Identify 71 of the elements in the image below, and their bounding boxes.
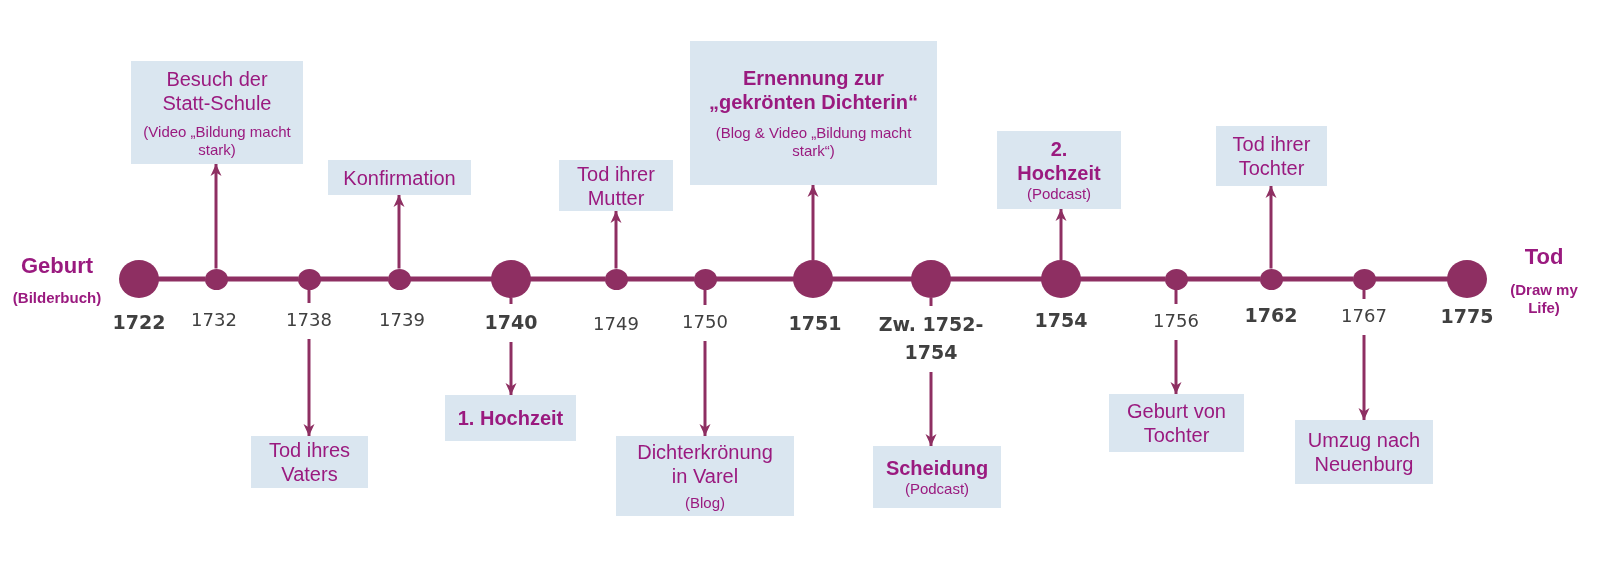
timeline-line (530, 276, 606, 282)
timeline-dot (693, 268, 717, 290)
event-box (1295, 420, 1433, 484)
event-title: Ernennung zur „gekrönten Dichterin“ (708, 66, 919, 114)
event-box (1216, 126, 1327, 186)
arrow (210, 164, 222, 269)
timeline-line (226, 276, 299, 282)
event-title: Scheidung (885, 456, 989, 480)
event-title: Geburt von Tochter (1126, 399, 1227, 447)
event-title: 2. Hochzeit (1016, 137, 1102, 185)
event-box (445, 395, 576, 441)
event-note: (Blog) (685, 494, 725, 512)
timeline-line (832, 276, 912, 282)
event-note: (Blog & Video „Bildung macht stark“) (714, 124, 913, 160)
event-title: Umzug nach Neuenburg (1306, 428, 1422, 476)
year-label: 1740 (484, 304, 538, 342)
timeline-dot (387, 268, 411, 290)
milestone-label: Geburt (20, 253, 94, 279)
event-box (328, 160, 471, 195)
timeline-dot (1447, 260, 1487, 298)
timeline-dot (204, 268, 228, 290)
arrow (807, 185, 819, 260)
event-title: Tod ihres Vaters (267, 438, 352, 486)
year-label: 1750 (682, 305, 728, 341)
event-note: (Podcast) (1026, 185, 1092, 203)
event-note: (Podcast) (904, 480, 970, 498)
timeline-line (1374, 276, 1448, 282)
timeline-line (158, 276, 206, 282)
timeline-dot (1352, 268, 1376, 290)
timeline-dot (119, 260, 159, 298)
event-title: Tod ihrer Tochter (1231, 132, 1312, 180)
timeline-line (319, 276, 389, 282)
event-box (251, 436, 368, 488)
timeline-line (626, 276, 695, 282)
timeline-dot (911, 260, 951, 298)
milestone-note: (Bilderbuch) (12, 289, 102, 307)
arrow (1265, 186, 1277, 269)
year-label: 1767 (1341, 299, 1387, 335)
milestone-label: Tod (1524, 244, 1564, 270)
event-title: Konfirmation (343, 165, 456, 190)
event-box (559, 160, 673, 211)
event-box (997, 131, 1121, 209)
year-label: 1756 (1153, 304, 1199, 340)
event-box (873, 446, 1001, 508)
event-title: Tod ihrer Mutter (576, 161, 656, 210)
timeline-line (1281, 276, 1354, 282)
timeline-line (950, 276, 1042, 282)
milestone-note: (Draw my Life) (1509, 281, 1579, 317)
timeline-line (1080, 276, 1166, 282)
event-box (616, 436, 794, 516)
arrow (393, 195, 405, 269)
timeline-dot (491, 260, 531, 298)
arrow (1055, 209, 1067, 260)
event-title: 1. Hochzeit (457, 406, 564, 430)
timeline-dot (297, 268, 321, 290)
arrow (610, 211, 622, 269)
event-title: Besuch der Statt-Schule (161, 66, 273, 115)
event-note: (Video „Bildung macht stark) (142, 122, 292, 159)
timeline-line (715, 276, 794, 282)
event-box (131, 61, 303, 164)
timeline-dot (1164, 268, 1188, 290)
event-box (1109, 394, 1244, 452)
timeline-line (409, 276, 492, 282)
timeline-dot (604, 268, 628, 290)
timeline-dot (1259, 268, 1283, 290)
year-label: 1738 (286, 303, 332, 339)
event-title: Dichterkrönung in Varel (636, 440, 774, 488)
event-box (690, 41, 937, 185)
timeline-dot (793, 260, 833, 298)
timeline-line (1186, 276, 1261, 282)
timeline-dot (1041, 260, 1081, 298)
